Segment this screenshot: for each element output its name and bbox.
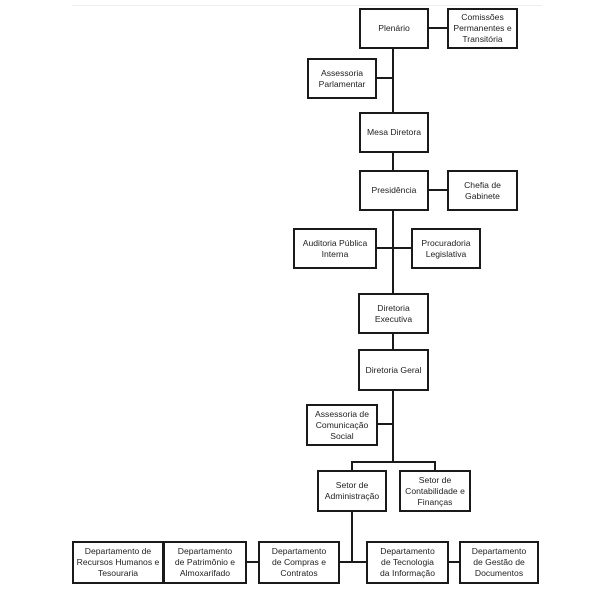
connector-setores (351, 461, 436, 470)
box-diretoria-geral: Diretoria Geral (358, 349, 429, 391)
box-dept-ti: Departamento de Tecnologia da Informação (366, 541, 449, 584)
box-setor-administracao: Setor de Administração (317, 470, 387, 512)
box-plenario: Plenário (359, 8, 429, 49)
box-mesa-diretora: Mesa Diretora (359, 112, 429, 153)
box-chefia-gabinete: Chefia de Gabinete (447, 170, 518, 211)
box-dept-patrimonio: Departamento de Patrimônio e Almoxarifad… (163, 541, 247, 584)
box-auditoria: Auditoria Pública Interna (293, 228, 377, 269)
box-procuradoria: Procuradoria Legislativa (411, 228, 481, 269)
box-presidencia: Presidência (359, 170, 429, 211)
box-assessoria-parlamentar: Assessoria Parlamentar (307, 58, 377, 99)
box-assessoria-comunicacao: Assessoria de Comunicação Social (306, 404, 378, 446)
box-setor-contabilidade: Setor de Contabilidade e Finanças (399, 470, 471, 512)
box-dept-compras: Departamento de Compras e Contratos (258, 541, 340, 584)
divider (72, 5, 542, 6)
box-comissoes: Comissões Permanentes e Transitória (447, 8, 518, 49)
box-dept-rh: Departamento de Recursos Humanos e Tesou… (72, 541, 164, 584)
box-diretoria-executiva: Diretoria Executiva (358, 293, 429, 334)
box-dept-documentos: Departamento de Gestão de Documentos (459, 541, 539, 584)
